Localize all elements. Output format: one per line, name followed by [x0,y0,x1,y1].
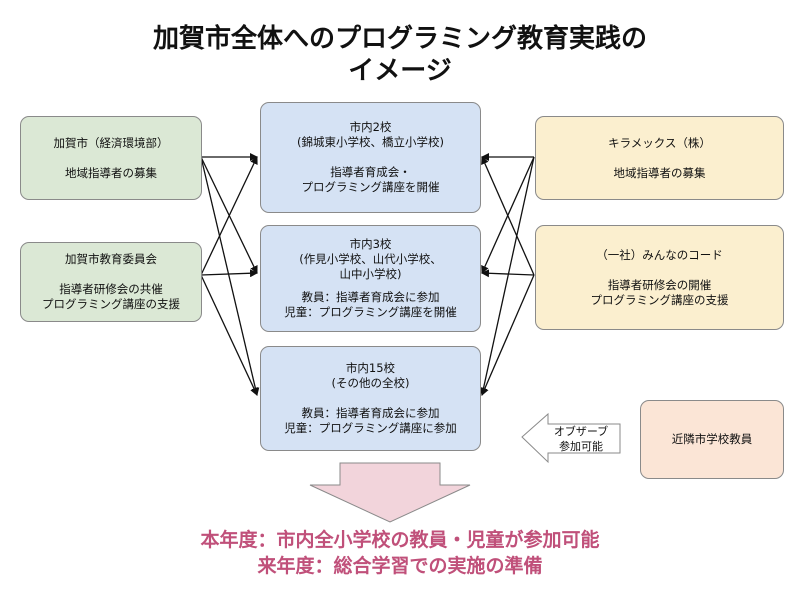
center-box-15-schools: 市内15校 (その他の全校) 教員：指導者育成会に参加 児童：プログラミング講座… [260,346,481,451]
left-box-board-line2: 指導者研修会の共催 [59,282,163,296]
left-box-kaga-city-line2: 地域指導者の募集 [65,165,157,180]
center-box-3-body1: 教員：指導者育成会に参加 [301,406,440,420]
center-box-2-head2: (作見小学校、山代小学校、 [299,252,442,266]
center-box-1-head2: (錦城東小学校、橋立小学校) [297,135,444,149]
center-box-1-head1: 市内2校 [349,120,392,134]
left-box-kaga-city: 加賀市（経済環境部） 地域指導者の募集 [20,116,202,200]
center-box-2-head3: 山中小学校) [339,267,402,281]
diagram-title-line1: 加賀市全体へのプログラミング教育実践の [152,24,647,54]
right-box-neighbor-line1: 近隣市学校教員 [671,432,753,446]
center-box-2-body2: 児童：プログラミング講座を開催 [284,305,457,319]
conclusion-line2: 来年度：総合学習での実施の準備 [257,555,543,577]
arrow-right2-center3 [481,274,535,396]
center-box-2-head1: 市内3校 [349,237,392,251]
diagram-title-line2: イメージ [348,56,452,86]
conclusion-line1: 本年度：市内全小学校の教員・児童が参加可能 [200,529,600,551]
right-box-neighbor-teachers: 近隣市学校教員 [640,400,784,479]
observer-block-arrow [521,412,621,464]
right-box-kiramex: キラメックス（株） 地域指導者の募集 [535,116,784,200]
arrow-left2-center1 [200,156,258,276]
observer-label-line1: オブザーブ [553,425,609,438]
left-box-board-line1: 加賀市教育委員会 [65,252,157,266]
arrow-left2-center2 [200,269,258,278]
center-box-3-head1: 市内15校 [345,361,396,375]
right-box-kiramex-line2: 地域指導者の募集 [613,165,706,180]
observer-label-line2: 参加可能 [559,440,603,453]
arrow-right2-center2 [481,269,535,278]
right-box-minna-no-code: （一社）みんなのコード 指導者研修会の開催 プログラミング講座の支援 [535,225,784,330]
observer-arrow-label: オブザーブ 参加可能 [545,424,617,454]
center-box-3-head2: (その他の全校) [331,376,410,390]
right-box-kiramex-line1: キラメックス（株） [608,135,711,150]
center-box-2-body1: 教員：指導者育成会に参加 [301,290,440,304]
left-box-board-line3: プログラミング講座の支援 [42,297,180,311]
arrow-right1-center3 [479,156,535,396]
arrow-left2-center3 [200,274,258,396]
left-box-board-of-education: 加賀市教育委員会 指導者研修会の共催 プログラミング講座の支援 [20,242,202,322]
center-box-1-body1: 指導者育成会・ [330,165,411,179]
down-block-arrow [309,462,471,523]
center-box-1-body2: プログラミング講座を開催 [301,180,440,194]
right-box-minna-line2: 指導者研修会の開催 [607,277,712,292]
center-box-2-schools: 市内2校 (錦城東小学校、橋立小学校) 指導者育成会・ プログラミング講座を開催 [260,102,481,213]
left-box-kaga-city-line1: 加賀市（経済環境部） [53,135,169,150]
center-box-3-schools: 市内3校 (作見小学校、山代小学校、 山中小学校) 教員：指導者育成会に参加 児… [260,225,481,332]
center-box-3-body2: 児童：プログラミング講座に参加 [284,421,457,435]
right-box-minna-line3: プログラミング講座の支援 [590,292,729,307]
right-box-minna-line1: （一社）みんなのコード [596,247,723,262]
arrow-left1-center3 [200,156,260,396]
arrow-right2-center1 [481,156,535,276]
